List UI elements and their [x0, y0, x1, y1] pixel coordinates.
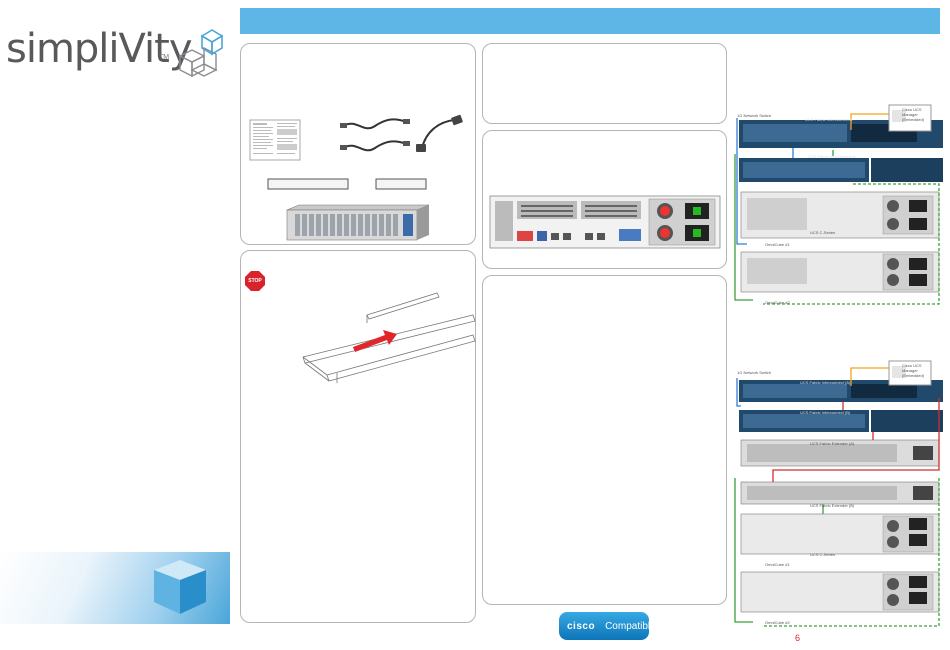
ucs-manager-label-top: Cisco UCS Manager (Embedded): [902, 107, 925, 122]
logo-text: simpliVity: [6, 26, 192, 72]
compatible-label: Compatible: [605, 620, 656, 632]
rail-install-panel: STOP: [240, 250, 476, 623]
fex-a-label-bottom: UCS Fabric Extender (A): [810, 441, 855, 446]
network-switch-label-top: 1G Network Switch: [737, 113, 772, 118]
cube-logo-icon: [178, 29, 224, 78]
document-sheet-icon: [249, 119, 301, 161]
server-rear-view-diagram: [489, 195, 721, 249]
rail-insertion-diagram: [302, 292, 476, 383]
stop-sign-icon: STOP: [245, 271, 265, 291]
omnicube-b-label-bottom: OmniCube #2: [765, 620, 790, 625]
fabric-b-label-top: UCS Fabric Interconnect B: [808, 154, 856, 159]
omnicube-a-label-bottom: OmniCube #1: [765, 562, 790, 567]
server-chassis-icon: [286, 204, 430, 241]
cisco-compatible-badge: cisco Compatible: [559, 612, 656, 640]
info-panel-top: [482, 43, 727, 124]
box-contents-panel: [240, 43, 476, 245]
info-panel-bottom: [482, 275, 727, 605]
omnicube-b-label-top: OmniCube #2: [765, 300, 790, 305]
server-label-top: UCS C-Series: [810, 230, 836, 235]
logo-trademark: TM: [159, 54, 170, 61]
ucs-manager-icon-bottom: [888, 360, 932, 386]
server-rear-panel: [482, 130, 727, 269]
fabric-a-label-bottom: UCS Fabric Interconnect (A): [800, 380, 851, 385]
cabling-diagram-bottom: [734, 367, 943, 627]
cisco-logo-text: cisco: [567, 620, 596, 632]
network-switch-label-bottom: 1G Network Switch: [737, 370, 772, 375]
fex-b-label-bottom: UCS Fabric Extender (B): [810, 503, 855, 508]
simplivity-logo: simpliVity TM: [6, 22, 226, 78]
page-number: 6: [795, 633, 801, 643]
network-cables-icon: [340, 118, 410, 152]
cabling-diagram-top: [734, 113, 943, 305]
ucs-manager-icon-top: [888, 104, 932, 132]
stop-sign-label: STOP: [248, 278, 262, 284]
fabric-a-label-top: UCS Fabric Interconnect A: [805, 117, 853, 122]
omnicube-a-label-top: OmniCube #1: [765, 242, 790, 247]
rail-kit-right-icon: [375, 178, 427, 190]
power-cord-icon: [416, 114, 463, 152]
fabric-b-label-bottom: UCS Fabric Interconnect (B): [800, 410, 851, 415]
rail-kit-left-icon: [267, 178, 349, 190]
server-label-bottom: UCS C-Series: [810, 552, 836, 557]
ucs-manager-label-bottom: Cisco UCS Manager (Embedded): [902, 363, 925, 378]
title-banner: [240, 8, 940, 34]
glass-cube-icon: [154, 560, 206, 614]
